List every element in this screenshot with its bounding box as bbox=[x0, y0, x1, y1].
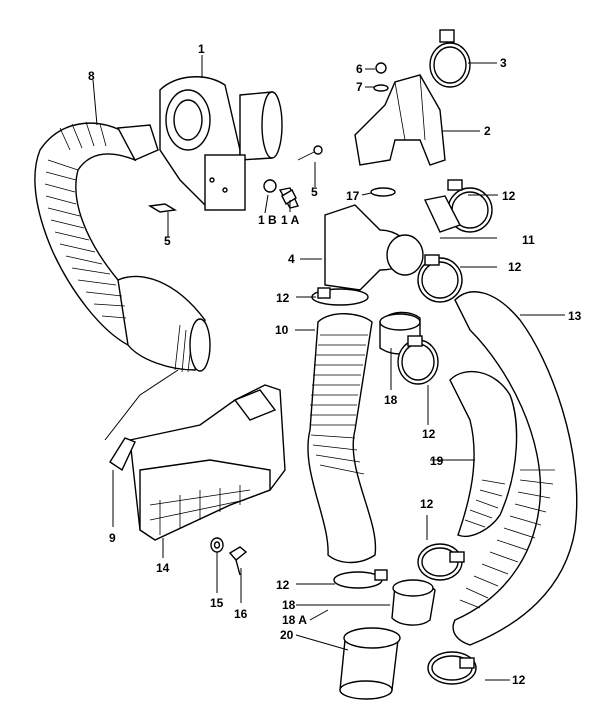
callout-6: 6 bbox=[356, 62, 363, 76]
hose-part-19 bbox=[449, 370, 518, 537]
washer-part-1B bbox=[263, 179, 277, 193]
callout-labels: 1 1 A 1 B 2 3 4 5 5 6 7 8 9 10 11 12 12 … bbox=[88, 42, 582, 687]
connector-part-18A bbox=[391, 579, 436, 626]
callout-10: 10 bbox=[275, 323, 289, 337]
bracket-part-2 bbox=[354, 74, 446, 166]
callout-14: 14 bbox=[156, 561, 170, 575]
callout-19: 19 bbox=[430, 454, 444, 468]
callout-17: 17 bbox=[346, 189, 360, 203]
clamp-part-12-elbow bbox=[417, 254, 463, 303]
sleeve-part-20 bbox=[339, 627, 401, 700]
leader-lines bbox=[92, 55, 565, 681]
hose-part-13 bbox=[452, 291, 578, 646]
elbow-duct-part-4 bbox=[324, 204, 424, 291]
callout-1: 1 bbox=[198, 42, 205, 56]
clamp-part-12-lower-left bbox=[333, 569, 388, 589]
clamp-part-12-upper bbox=[423, 179, 493, 233]
callout-4: 4 bbox=[288, 252, 295, 266]
clamp-part-12-lower-right bbox=[417, 543, 465, 581]
callout-12-middle: 12 bbox=[422, 427, 436, 441]
clamp-part-12-bottom bbox=[427, 651, 477, 685]
callout-7: 7 bbox=[356, 80, 363, 94]
callout-8: 8 bbox=[88, 69, 95, 83]
clamp-part-12-middle bbox=[397, 335, 439, 385]
callout-11: 11 bbox=[522, 233, 535, 247]
callout-12-bottom: 12 bbox=[512, 673, 526, 687]
callout-15: 15 bbox=[210, 596, 224, 610]
callout-5-left: 5 bbox=[164, 234, 171, 248]
callout-12-upper-right: 12 bbox=[502, 189, 516, 203]
callout-13: 13 bbox=[568, 309, 582, 323]
callout-5-right: 5 bbox=[311, 185, 318, 199]
callout-2: 2 bbox=[484, 124, 491, 138]
callout-18-upper: 18 bbox=[384, 393, 398, 407]
duct-housing-part-14 bbox=[129, 384, 286, 541]
bolt-part-16 bbox=[228, 546, 248, 576]
callout-12-elbow: 12 bbox=[508, 260, 522, 274]
clip-part-9 bbox=[109, 437, 136, 472]
callout-9: 9 bbox=[109, 531, 116, 545]
callout-1A: 1 A bbox=[281, 213, 300, 227]
callout-18-lower: 18 bbox=[282, 598, 296, 612]
callout-12-left: 12 bbox=[276, 291, 290, 305]
callout-20: 20 bbox=[280, 628, 294, 642]
callout-1B: 1 B bbox=[258, 213, 277, 227]
bolt-part-1A bbox=[281, 189, 297, 205]
callout-18A: 18 A bbox=[282, 613, 307, 627]
clamp-part-12-left bbox=[311, 287, 369, 306]
callout-16: 16 bbox=[234, 607, 248, 621]
blower-housing-part-1 bbox=[159, 76, 283, 211]
hose-part-10 bbox=[307, 313, 377, 564]
callout-12-lower-left: 12 bbox=[276, 578, 290, 592]
callout-12-lower-right: 12 bbox=[420, 497, 434, 511]
clamp-part-3 bbox=[429, 29, 471, 88]
washer-part-15 bbox=[210, 537, 224, 553]
callout-3: 3 bbox=[500, 56, 507, 70]
hose-part-8 bbox=[34, 121, 211, 373]
